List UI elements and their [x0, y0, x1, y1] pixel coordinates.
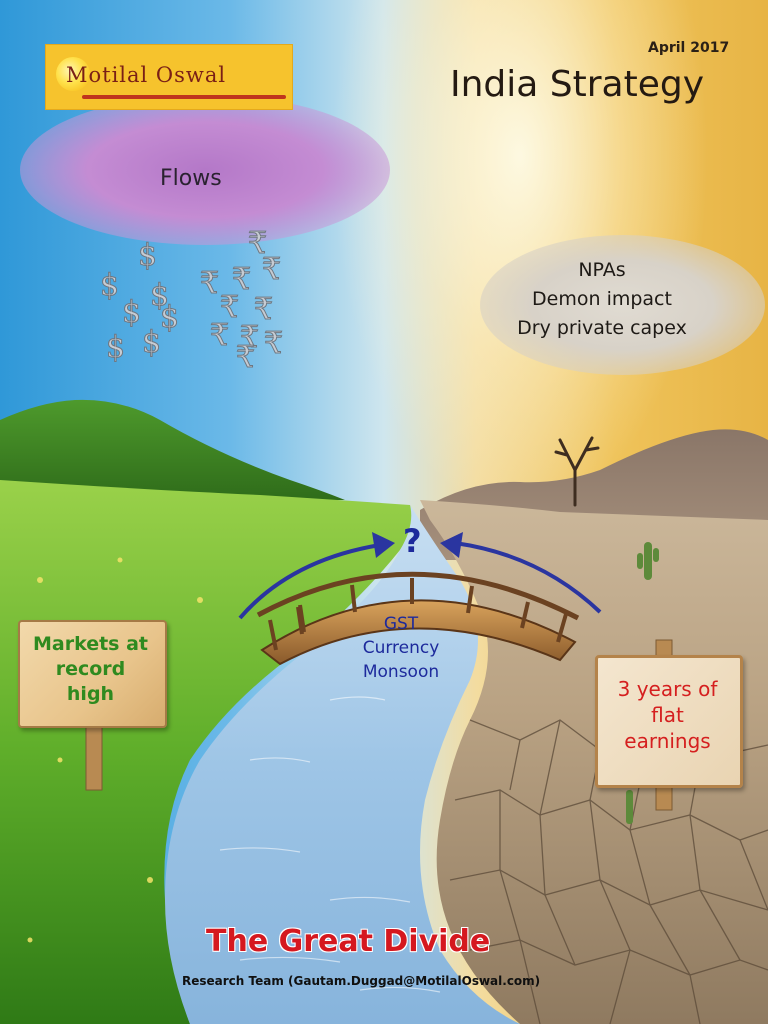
- rupee-icon: ₹: [239, 320, 260, 356]
- logo-sun-icon: [56, 57, 90, 91]
- markets-sign-text: Markets at record high: [18, 632, 163, 707]
- markets-line-3: high: [66, 683, 115, 705]
- rupee-icon: ₹: [209, 318, 230, 354]
- rupee-icon: ₹: [263, 326, 284, 362]
- report-date: April 2017: [648, 40, 730, 56]
- dollar-icon: $: [141, 325, 162, 361]
- earnings-sign-board: [595, 655, 743, 788]
- markets-sign-board: [18, 620, 167, 728]
- earnings-line-3: earnings: [624, 729, 711, 753]
- dollar-icon: $: [137, 238, 158, 274]
- research-team-credit: Research Team (Gautam.Duggad@MotilalOswa…: [182, 974, 541, 988]
- dollar-icon: $: [149, 278, 170, 314]
- wooden-bridge: [256, 571, 580, 666]
- catalyst-currency: Currency: [362, 638, 440, 658]
- dollar-icon: $: [99, 268, 120, 304]
- cactus: [626, 542, 659, 824]
- risk-line-demon: Demon impact: [532, 288, 672, 310]
- left-sign-post: [85, 719, 103, 791]
- rupee-icon: ₹: [247, 226, 268, 262]
- earnings-line-2: flat: [651, 703, 684, 727]
- earnings-line-1: 3 years of: [617, 677, 718, 701]
- rupee-icon: ₹: [261, 252, 282, 288]
- rupee-icon: ₹: [199, 266, 220, 302]
- dollar-icon: $: [121, 295, 142, 331]
- green-hill: [0, 399, 345, 500]
- catalyst-gst: GST: [383, 614, 419, 634]
- risks-text: NPAs Demon impact Dry private capex: [486, 256, 718, 343]
- flows-cloud: [20, 95, 390, 245]
- dead-tree: [554, 436, 600, 507]
- rupee-icon: ₹: [253, 292, 274, 328]
- risk-line-npas: NPAs: [578, 259, 626, 281]
- dollar-icon: $: [159, 300, 180, 336]
- river-ripples: [219, 696, 441, 993]
- markets-line-1: Markets at: [32, 633, 149, 655]
- river: [165, 505, 520, 1024]
- rupee-icon: ₹: [231, 262, 252, 298]
- rupee-icon: ₹: [235, 340, 256, 376]
- right-arrowhead: [440, 532, 463, 558]
- convergence-arrows: [238, 541, 602, 620]
- report-title: India Strategy: [450, 64, 705, 105]
- earnings-sign-text: 3 years of flat earnings: [595, 676, 740, 754]
- flows-label: Flows: [160, 166, 222, 191]
- catalyst-monsoon: Monsoon: [362, 662, 440, 682]
- question-mark: ?: [403, 522, 422, 560]
- logo-swoosh: [82, 95, 286, 99]
- logo-text: Motilal Oswal: [66, 63, 227, 87]
- dollar-icon: $: [105, 330, 126, 366]
- left-arrowhead: [372, 532, 395, 558]
- catalysts-text: GST Currency Monsoon: [342, 612, 460, 684]
- rupee-icon: ₹: [219, 290, 240, 326]
- green-meadow: [0, 480, 414, 1024]
- cover-headline: The Great Divide: [206, 924, 491, 959]
- dust-cloud: [480, 235, 765, 375]
- markets-line-2: record: [55, 658, 126, 680]
- grass-flowers: [27, 557, 203, 943]
- motilal-oswal-logo: Motilal Oswal: [45, 44, 293, 110]
- risk-line-capex: Dry private capex: [517, 317, 687, 339]
